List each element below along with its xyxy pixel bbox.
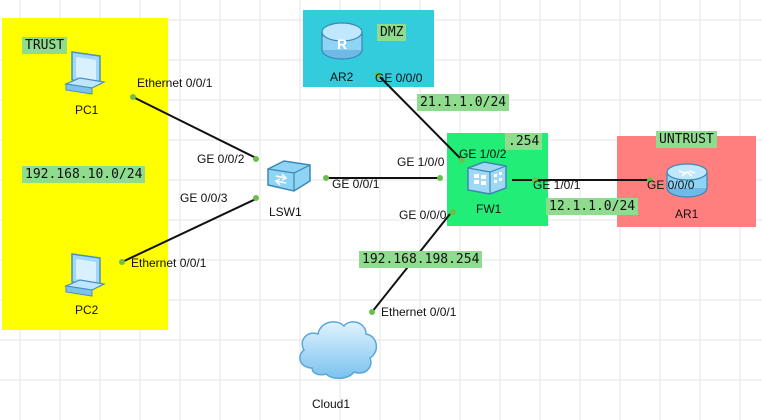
pc-icon — [63, 253, 106, 297]
mgmt-ip-label: 192.168.198.254 — [359, 251, 483, 268]
port-dot — [647, 177, 653, 183]
port-dot — [375, 72, 381, 78]
port-dot — [459, 157, 465, 163]
cloud1-label: Cloud1 — [312, 397, 351, 411]
port-dot — [119, 259, 125, 265]
port-dot — [532, 177, 538, 183]
ar2-label: AR2 — [330, 70, 354, 84]
firewall-icon — [467, 161, 507, 195]
link-pc2-lsw1 — [121, 197, 259, 263]
untrust-subnet-label: 12.1.1.0/24 — [546, 198, 639, 215]
cloud1-port-label: Ethernet 0/0/1 — [381, 305, 457, 319]
ar1-port-label: GE 0/0/0 — [647, 178, 695, 192]
fw-host-label: .254 — [505, 133, 543, 150]
trust-zone-label: TRUST — [22, 37, 68, 54]
fw1-label: FW1 — [476, 202, 502, 216]
cloud-icon — [299, 321, 378, 379]
pc1-port-label: Ethernet 0/0/1 — [137, 76, 213, 90]
fw1-ge000-label: GE 0/0/0 — [399, 208, 447, 222]
pc2-port-label: Ethernet 0/0/1 — [131, 256, 207, 270]
port-dot — [437, 175, 443, 181]
untrust-zone-label: UNTRUST — [656, 131, 717, 148]
router-icon: R — [321, 22, 363, 60]
port-dot — [323, 175, 329, 181]
fw1-device[interactable] — [462, 158, 510, 198]
ar1-device[interactable] — [662, 160, 712, 200]
pc1-label: PC1 — [75, 103, 99, 117]
fw1-ge102-label: GE 1/0/2 — [459, 147, 507, 161]
switch-icon — [267, 160, 311, 192]
port-dot — [369, 309, 375, 315]
pc1-device[interactable] — [62, 50, 108, 100]
port-dot — [253, 156, 259, 162]
port-dot — [450, 209, 456, 215]
port-dot — [253, 195, 259, 201]
lsw1-ge3-label: GE 0/0/3 — [180, 191, 228, 205]
lsw1-device[interactable] — [264, 157, 314, 197]
svg-text:R: R — [337, 36, 347, 52]
lsw1-ge2-label: GE 0/0/2 — [197, 152, 245, 166]
pc2-label: PC2 — [75, 303, 99, 317]
lsw1-label: LSW1 — [269, 205, 302, 219]
pc2-device[interactable] — [62, 252, 108, 302]
port-dot — [130, 94, 136, 100]
fw1-ge100-label: GE 1/0/0 — [397, 155, 445, 169]
ar1-label: AR1 — [675, 207, 699, 221]
ar2-device[interactable]: R — [317, 18, 367, 62]
lsw1-ge1-label: GE 0/0/1 — [332, 177, 380, 191]
ar2-port-label: GE 0/0/0 — [375, 71, 423, 85]
pc-icon — [63, 51, 106, 95]
cloud1-device[interactable] — [294, 312, 380, 382]
dmz-zone-label: DMZ — [377, 24, 407, 41]
fw1-ge101-label: GE 1/0/1 — [533, 178, 581, 192]
router-icon — [666, 163, 708, 198]
link-pc1-lsw1 — [132, 96, 259, 160]
dmz-subnet-label: 21.1.1.0/24 — [417, 94, 510, 111]
trust-subnet-label: 192.168.10.0/24 — [22, 166, 146, 183]
link-ar2-fw1 — [377, 74, 463, 161]
